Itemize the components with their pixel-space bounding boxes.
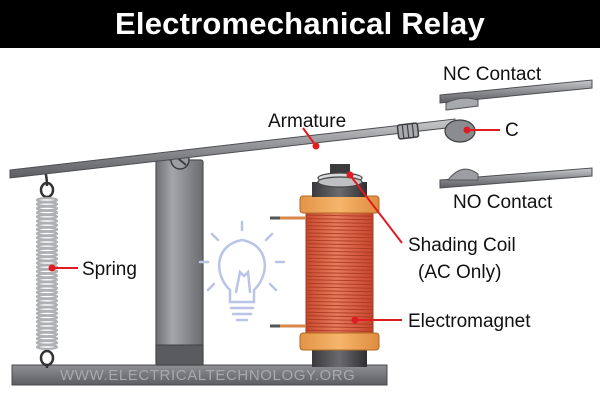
spring-coil [35,293,59,300]
spring-coil [35,306,59,313]
spring-coil [35,201,59,208]
label-nc-contact: NC Contact [443,64,542,85]
spring-coil [35,310,59,317]
label-ac-only: (AC Only) [418,262,501,283]
spring-coil [35,285,59,292]
spring-coil [35,318,59,325]
spring-coil [35,339,59,346]
coil-winding [306,214,373,217]
coil-winding [306,250,373,253]
no-contact-bar [439,167,593,189]
spring-coil [35,314,59,321]
coil-winding [306,322,373,325]
coil-winding [306,272,373,275]
spring-coil [35,272,59,279]
coil-winding [306,264,373,268]
spring-coil [35,218,59,224]
coil-winding [306,304,373,307]
spring [35,169,59,368]
spring-coil [35,344,59,350]
spring-coil [35,205,59,212]
coil-winding [306,228,373,232]
spring-coil [35,239,59,245]
coil-winding [306,326,373,329]
label-common: C [505,120,519,141]
coil-winding [306,268,373,271]
spring-coil [35,255,59,262]
coil-winding [306,225,373,228]
spring-coil [35,230,59,237]
coil-winding [306,290,373,293]
coil-winding [306,300,373,304]
label-no-contact: NO Contact [453,192,553,213]
spring-coil [35,213,59,220]
spring-coil [35,276,59,283]
coil-winding [306,282,373,286]
spring-coil [35,335,59,342]
spring-coil [35,323,59,329]
label-shading-coil: Shading Coil [408,235,516,256]
coil-winding [306,293,373,296]
label-electromagnet: Electromagnet [408,311,531,332]
spring-coil [35,302,59,308]
coil-winding [306,254,373,257]
spring-coil [35,197,59,203]
spring-coil [35,260,59,266]
coil-winding [306,279,373,282]
coil-winding [306,236,373,239]
spring-coil [35,222,59,229]
coil-winding [306,261,373,264]
spring-coil [35,243,59,250]
title-bar: Electromechanical Relay [0,0,600,48]
callouts [48,126,500,324]
armature-lever [9,118,456,179]
coil-winding [306,257,373,260]
label-spring: Spring [82,259,137,280]
light-bulb-icon [198,220,286,322]
coil-winding [306,275,373,278]
coil-winding [306,232,373,235]
coil-winding [306,308,373,311]
coil-winding [306,243,373,246]
spring-coil [35,247,59,254]
watermark: WWW.ELECTRICALTECHNOLOGY.ORG [60,367,355,384]
spring-coil [35,281,59,287]
coil-winding [306,246,373,250]
nc-contact-bar [439,79,593,111]
spring-coil [35,289,59,296]
coil-winding [306,297,373,300]
spring-coil [35,251,59,258]
spring-coil [35,226,59,233]
spring-coil [35,234,59,241]
coil-winding [306,221,373,224]
spring-coil [35,327,59,334]
spring-coil [35,331,59,338]
page-title: Electromechanical Relay [115,6,485,41]
pivot-post [155,150,204,366]
coil-winding [306,286,373,289]
spring-coil [35,297,59,304]
spring-coil [35,209,59,216]
coil-winding [306,218,373,221]
electromagnet [270,164,380,367]
label-armature: Armature [268,111,346,132]
coil-winding [306,311,373,314]
coil-winding [306,329,373,332]
coil-winding [306,315,373,318]
coil-winding [306,239,373,242]
